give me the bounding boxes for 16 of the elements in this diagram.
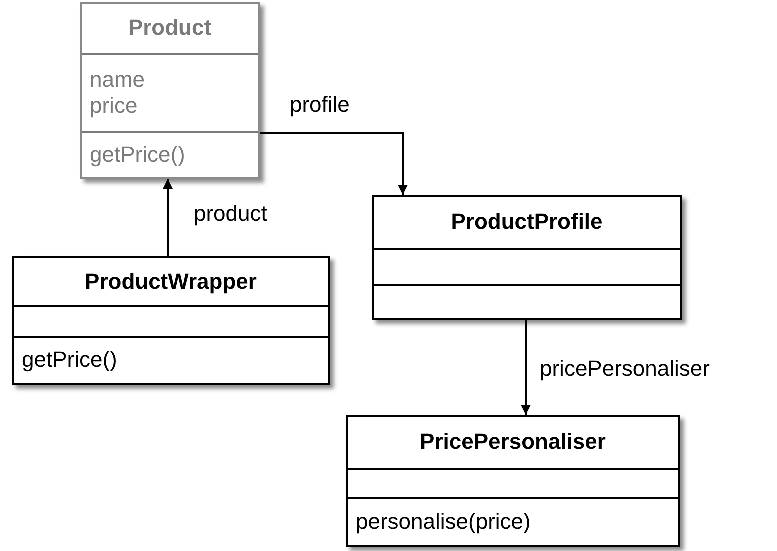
association-arrow: [163, 179, 173, 256]
attribute-text: name: [90, 66, 146, 93]
class-box: [80, 2, 260, 179]
class-name: PricePersonaliser: [420, 429, 606, 456]
class-box: [346, 415, 680, 547]
class-name: ProductProfile: [451, 209, 603, 236]
class-box: [372, 195, 682, 320]
method-text: getPrice(): [22, 347, 118, 374]
class-name: ProductWrapper: [85, 268, 257, 295]
method-text: getPrice(): [90, 142, 186, 168]
association-arrow: [521, 320, 531, 415]
class-box: [12, 256, 330, 385]
class-name: Product: [128, 15, 212, 42]
association-arrow: [260, 132, 408, 195]
method-text: personalise(price): [356, 509, 532, 536]
attribute-text: price: [90, 92, 139, 120]
